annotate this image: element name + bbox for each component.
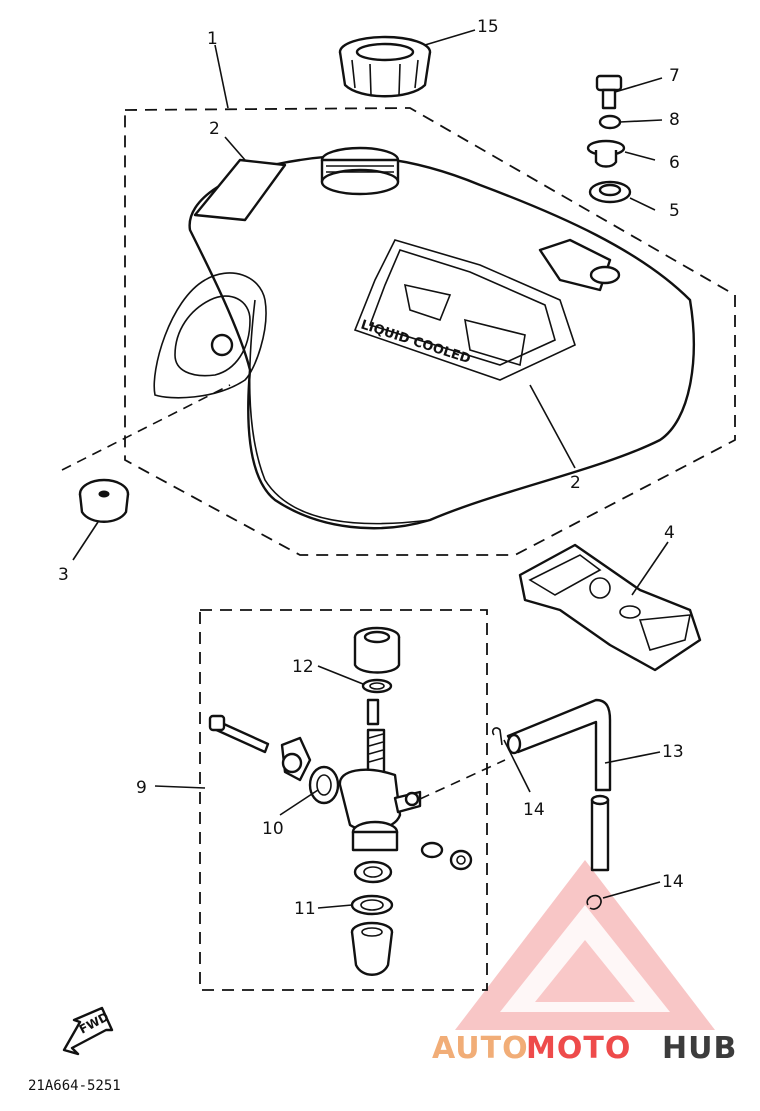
callout-11: 11 bbox=[294, 899, 316, 919]
callout-6: 6 bbox=[669, 153, 680, 173]
watermark-hub: HUB bbox=[662, 1031, 737, 1066]
fwd-arrow: FWD bbox=[62, 1006, 114, 1056]
callout-2b: 2 bbox=[570, 473, 581, 493]
watermark-moto: MOTO bbox=[526, 1031, 631, 1066]
callout-10: 10 bbox=[262, 819, 284, 839]
diagram-code: 21A664-5251 bbox=[28, 1078, 121, 1094]
callout-14b: 14 bbox=[662, 872, 684, 892]
callout-15: 15 bbox=[477, 17, 499, 37]
callout-14a: 14 bbox=[523, 800, 545, 820]
leader-lines bbox=[72, 29, 669, 909]
callout-2a: 2 bbox=[209, 119, 220, 139]
hose-clip-14a bbox=[491, 727, 503, 746]
callout-4: 4 bbox=[664, 523, 675, 543]
hose-clip-14b bbox=[586, 894, 602, 910]
callout-12: 12 bbox=[292, 657, 314, 677]
callout-5: 5 bbox=[669, 201, 680, 221]
damper-3 bbox=[78, 478, 130, 523]
watermark-text: AUTO MOTO HUB bbox=[432, 1031, 737, 1066]
tank-assembly-outline bbox=[124, 107, 736, 556]
collar-6 bbox=[586, 139, 626, 168]
tank-band-4 bbox=[518, 543, 702, 672]
callout-8: 8 bbox=[669, 110, 680, 130]
fuel-line-dashline bbox=[419, 759, 506, 800]
fuel-cap bbox=[338, 35, 432, 98]
callout-7: 7 bbox=[669, 66, 680, 86]
callout-9: 9 bbox=[136, 778, 147, 798]
washer-8 bbox=[598, 114, 622, 130]
damper-5 bbox=[588, 180, 632, 204]
bolt-7 bbox=[595, 74, 623, 110]
callout-1: 1 bbox=[207, 29, 218, 49]
watermark-auto: AUTO bbox=[432, 1031, 529, 1066]
callout-13: 13 bbox=[662, 742, 684, 762]
fuel-cock-9 bbox=[208, 626, 473, 976]
watermark-logo bbox=[455, 860, 715, 1030]
fuel-cock-assembly-outline bbox=[199, 609, 488, 991]
callout-3: 3 bbox=[58, 565, 69, 585]
damper-3-dashline bbox=[61, 384, 231, 471]
fuel-hose-13 bbox=[506, 698, 612, 872]
fuel-tank: LIQUID COOLED bbox=[153, 146, 695, 530]
